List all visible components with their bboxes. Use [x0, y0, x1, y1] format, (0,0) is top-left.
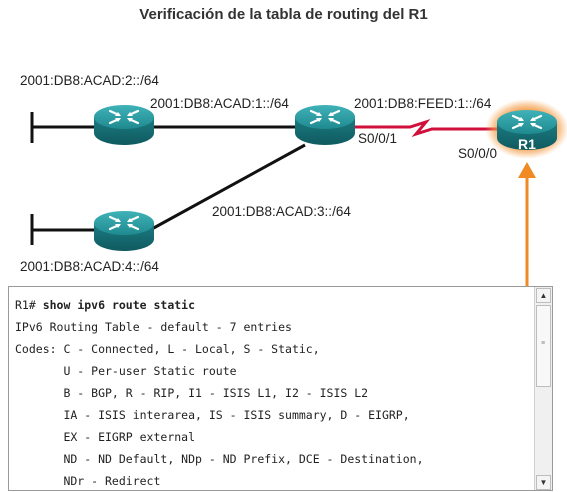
highlight-arrow: [518, 162, 536, 291]
serial-link: [352, 119, 500, 137]
lan-stub-top: [30, 112, 100, 143]
router-center: [293, 103, 357, 147]
grip-icon: ≡: [541, 340, 546, 347]
cli-output-text: R1# show ipv6 route static IPv6 Routing …: [15, 294, 424, 492]
label-serial-network: 2001:DB8:FEED:1::/64: [354, 96, 492, 111]
router-left-top: [92, 103, 156, 147]
cli-line: EX - EIGRP external: [15, 430, 196, 444]
cli-line: IA - ISIS interarea, IS - ISIS summary, …: [15, 408, 410, 422]
cli-line: U - Per-user Static route: [15, 364, 237, 378]
scroll-down-button[interactable]: ▼: [536, 475, 551, 490]
scroll-thumb[interactable]: ≡: [536, 305, 551, 387]
label-r1-interface: S0/0/0: [458, 146, 498, 161]
label-link3-network: 2001:DB8:ACAD:3::/64: [212, 204, 351, 219]
scroll-up-button[interactable]: ▲: [536, 288, 551, 303]
vertical-scrollbar[interactable]: ▲ ≡ ▼: [534, 287, 552, 490]
cli-output-panel[interactable]: R1# show ipv6 route static IPv6 Routing …: [8, 286, 553, 491]
label-lan4-network: 2001:DB8:ACAD:4::/64: [20, 259, 159, 274]
cli-line: B - BGP, R - RIP, I1 - ISIS L1, I2 - ISI…: [15, 386, 369, 400]
cli-command: show ipv6 route static: [42, 298, 196, 312]
network-diagram: R1: [30, 99, 567, 291]
lan-stub-bottom: [30, 214, 100, 245]
cli-prompt: R1#: [15, 298, 43, 312]
label-lan2-network: 2001:DB8:ACAD:2::/64: [20, 73, 159, 88]
page-title: Verificación de la tabla de routing del …: [139, 6, 428, 23]
cli-line: NDr - Redirect: [15, 474, 161, 488]
ethernet-link-diagonal: [149, 143, 306, 232]
cli-line: ND - ND Default, NDp - ND Prefix, DCE - …: [15, 452, 424, 466]
cli-line: IPv6 Routing Table - default - 7 entries: [15, 320, 292, 334]
label-center-interface: S0/0/1: [358, 131, 398, 146]
router-r1: R1: [485, 99, 567, 159]
cli-line: Codes: C - Connected, L - Local, S - Sta…: [15, 342, 320, 356]
label-link1-network: 2001:DB8:ACAD:1::/64: [150, 96, 289, 111]
r1-label: R1: [518, 136, 536, 152]
router-left-bottom: [92, 209, 156, 253]
